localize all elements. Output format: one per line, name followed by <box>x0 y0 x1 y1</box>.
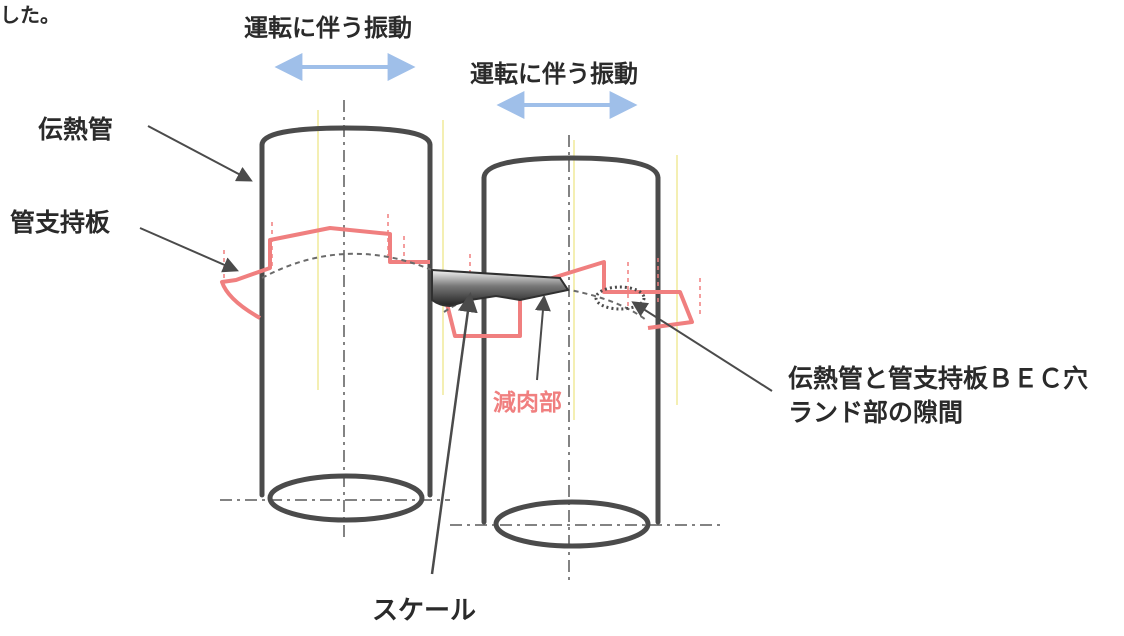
support-plate-label: 管支持板 <box>10 208 111 237</box>
support-plate-leader-arrow <box>139 227 239 273</box>
tube-support-plate <box>220 226 694 338</box>
right-heat-transfer-tube <box>481 155 661 549</box>
gap-leader-arrow <box>631 301 773 392</box>
scale-leader-arrow <box>430 292 478 575</box>
tube-label: 伝熱管 <box>38 115 114 144</box>
header-fragment: した。 <box>0 3 60 27</box>
gap-dotted-ellipse <box>594 285 646 311</box>
gap-label-line2: ランド部の隙間 <box>788 398 964 427</box>
thinning-leader-arrow <box>534 294 551 381</box>
guide-lines <box>317 110 678 420</box>
tube-leader-arrow <box>147 125 253 182</box>
gap-label-line1: 伝熱管と管支持板ＢＥＣ穴 <box>788 364 1089 393</box>
scale-deposit <box>431 268 570 308</box>
vibration-label-1: 運転に伴う振動 <box>244 14 412 42</box>
thinning-label: 減肉部 <box>493 390 562 416</box>
vibration-label-2: 運転に伴う振動 <box>470 60 638 88</box>
scale-label: スケール <box>372 596 477 626</box>
left-heat-transfer-tube <box>259 125 433 523</box>
bec-hole-contour <box>261 252 647 321</box>
